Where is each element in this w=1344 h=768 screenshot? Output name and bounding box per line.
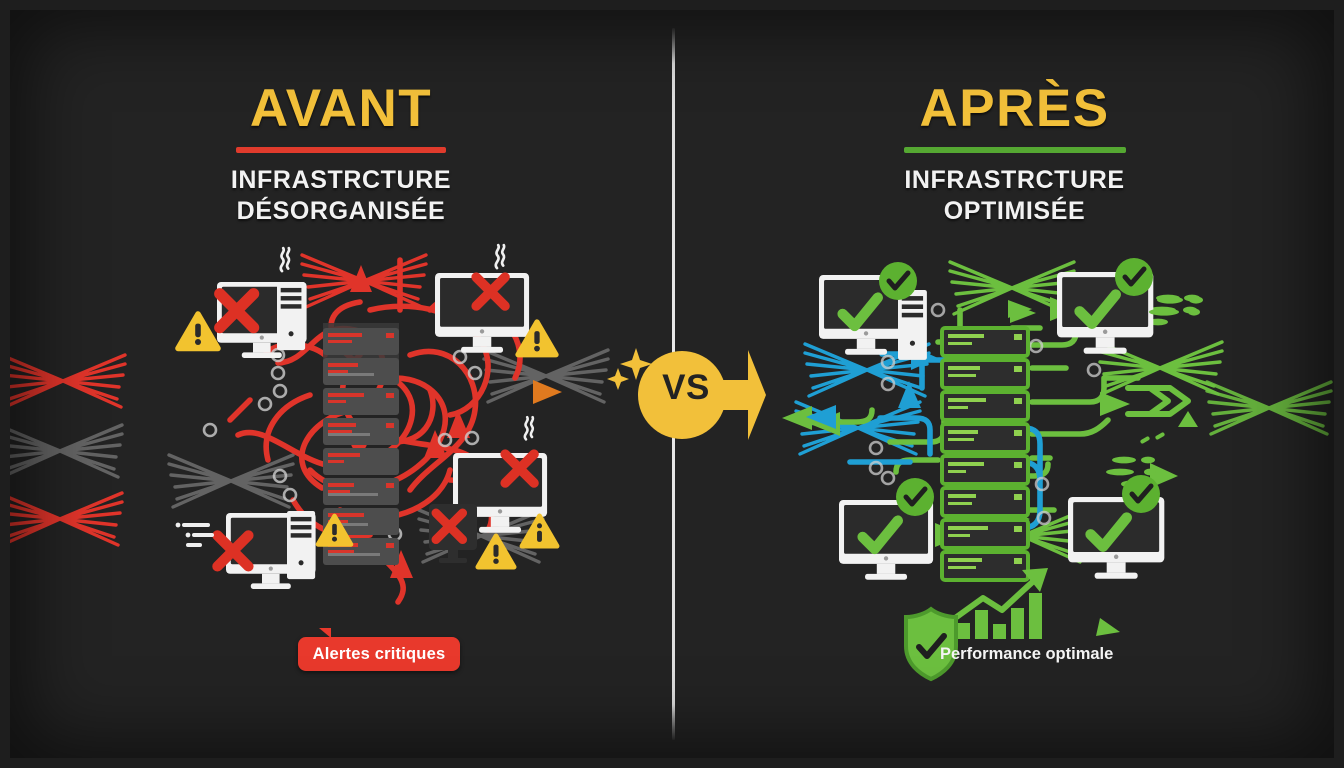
panel-before: AVANT INFRASTRCTURE DÉSORGANISÉE (10, 10, 672, 758)
before-kicker: AVANT (249, 79, 433, 138)
optimal-performance-label: Performance optimale (940, 645, 1114, 663)
before-subhead-line1: INFRASTRCTURE (230, 166, 452, 194)
before-subhead-line2: DÉSORGANISÉE (236, 196, 446, 225)
after-rule (903, 147, 1126, 153)
after-subhead-line2: OPTIMISÉE (943, 196, 1086, 225)
after-kicker: APRÈS (919, 79, 1110, 138)
vs-label: VS (662, 368, 710, 407)
critical-alerts-badge[interactable]: Alertes critiques (298, 628, 460, 671)
vs-badge-wrap: VS (606, 332, 776, 458)
panel-after: APRÈS INFRASTRCTURE OPTIMISÉE (675, 10, 1334, 758)
optimal-performance-badge[interactable]: Performance optimale (890, 570, 1120, 675)
before-rule (236, 147, 446, 153)
after-subhead-line1: INFRASTRCTURE (904, 166, 1125, 194)
after-heading-block: APRÈS INFRASTRCTURE OPTIMISÉE (675, 79, 1334, 226)
before-heading-block: AVANT INFRASTRCTURE DÉSORGANISÉE (10, 82, 672, 226)
